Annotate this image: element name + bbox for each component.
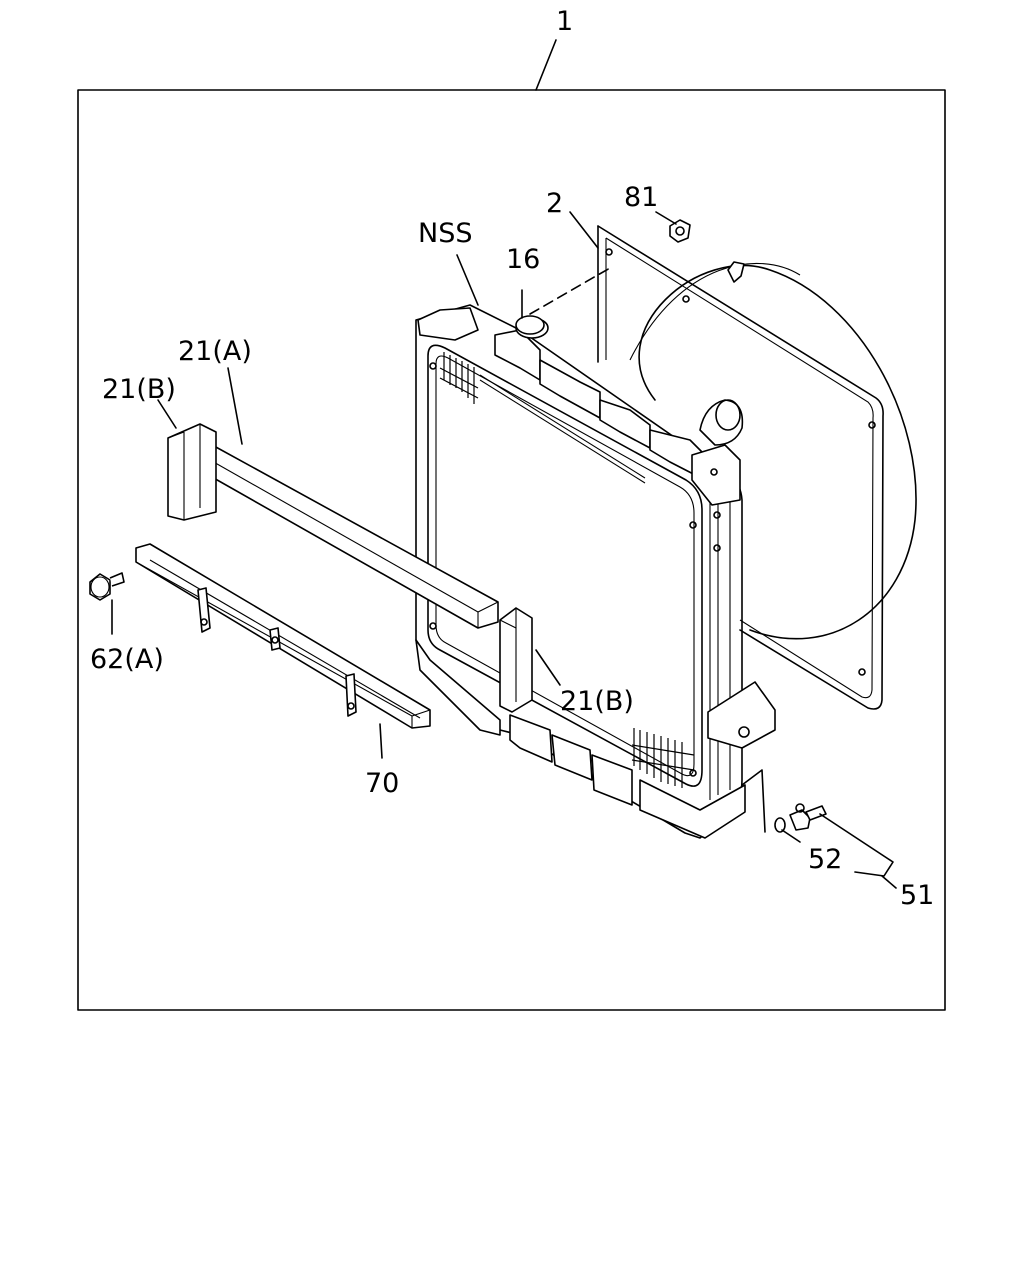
part-21b-left-bracket — [167, 423, 217, 521]
callout-52: 52 — [808, 844, 842, 875]
upper-hose-outlet — [699, 399, 744, 446]
callout-16: 16 — [506, 244, 540, 275]
assembly-frame — [77, 89, 946, 1011]
leader-lines — [111, 211, 897, 889]
callout-1: 1 — [556, 6, 573, 37]
radiator-core — [415, 304, 776, 839]
callout-nss: NSS — [418, 218, 472, 249]
lower-mount-bracket — [707, 681, 776, 749]
fan-shroud — [597, 225, 917, 710]
callout-21b-right: 21(B) — [560, 686, 634, 717]
callout-51: 51 — [900, 880, 934, 911]
washer-52 — [774, 817, 786, 833]
callout-21a: 21(A) — [178, 336, 252, 367]
bolt-62a — [89, 572, 125, 601]
part-70-bar — [135, 543, 431, 729]
part-21b-right-bracket — [499, 607, 533, 713]
leader-1 — [535, 39, 557, 91]
callout-62a: 62(A) — [90, 644, 164, 675]
drain-plug-hardware — [774, 803, 827, 833]
nut-81 — [669, 219, 691, 243]
callout-70: 70 — [365, 768, 399, 799]
plug-51 — [789, 809, 811, 831]
callout-81: 81 — [624, 182, 658, 213]
callout-2: 2 — [546, 188, 563, 219]
cap-16 — [515, 315, 545, 335]
callout-21b-left: 21(B) — [102, 374, 176, 405]
